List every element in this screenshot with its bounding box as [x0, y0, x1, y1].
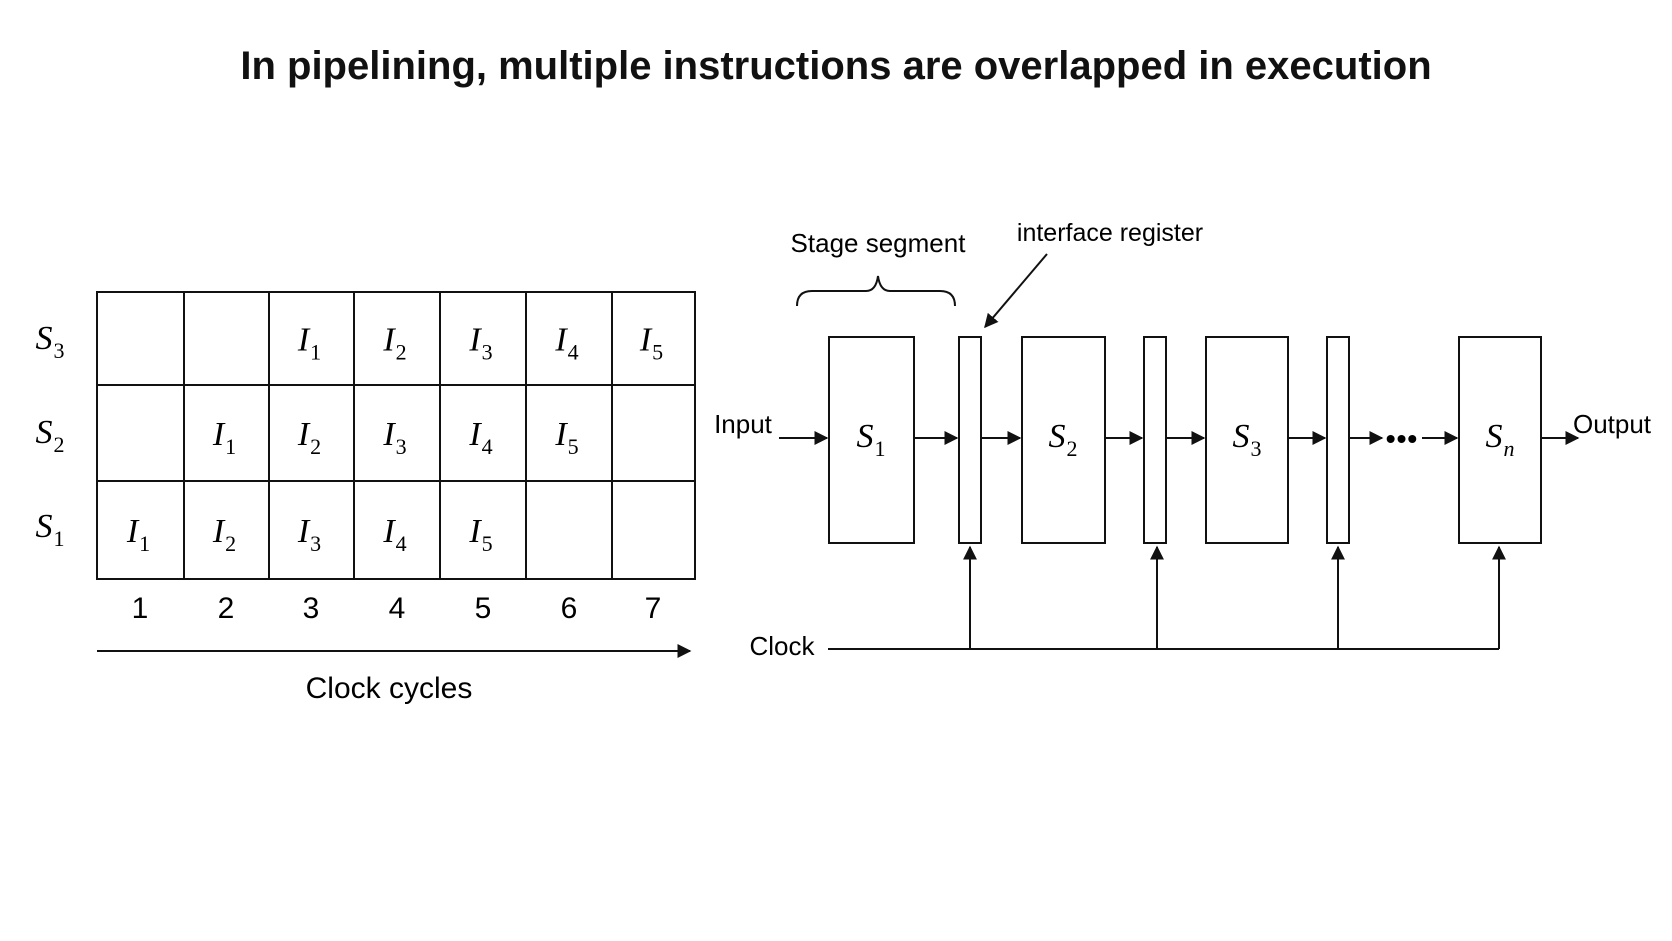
- output-label: Output: [1573, 409, 1652, 439]
- stage-segment-brace: [796, 275, 956, 307]
- instruction-cell-label: I2: [382, 322, 406, 365]
- interface-register-pointer-arrow: [984, 253, 1048, 329]
- instruction-cell-label: I2: [297, 416, 321, 459]
- pipeline-diagram: [779, 253, 1580, 650]
- interface-register-3: [1326, 336, 1350, 544]
- instruction-cell-label: I3: [468, 322, 492, 365]
- instruction-cell-label: I5: [639, 322, 663, 365]
- cycle-number: 4: [389, 592, 406, 625]
- cycle-number: 5: [475, 592, 492, 625]
- instruction-cell-label: I1: [297, 322, 321, 365]
- stage-box-sn: [1458, 336, 1542, 544]
- row-label-stage-1: S1: [36, 508, 65, 551]
- interface-register-1: [958, 336, 982, 544]
- row-label-stage-3: S3: [36, 320, 65, 363]
- instruction-cell-label: I3: [382, 416, 406, 459]
- instruction-cell-label: I4: [554, 322, 578, 365]
- cycle-number: 3: [303, 592, 320, 625]
- input-label: Input: [714, 409, 773, 439]
- instruction-cell-label: I2: [212, 513, 236, 556]
- stage-segment-label: Stage segment: [791, 228, 967, 258]
- instruction-cell-label: I4: [382, 513, 406, 556]
- space-time-grid-border: [96, 291, 696, 580]
- instruction-cell-label: I1: [126, 513, 150, 556]
- space-time-diagram: [96, 291, 696, 658]
- stage-box-s1: [828, 336, 915, 544]
- ellipsis: •••: [1386, 423, 1418, 454]
- cycle-number: 1: [132, 592, 149, 625]
- row-label-stage-2: S2: [36, 414, 65, 457]
- clock-cycles-axis-label: Clock cycles: [306, 672, 473, 705]
- stage-label-s3: S3: [1233, 418, 1262, 461]
- instruction-cell-label: I5: [554, 416, 578, 459]
- instruction-cell-label: I1: [212, 416, 236, 459]
- stage-label-s2: S2: [1049, 418, 1078, 461]
- cycle-number: 6: [561, 592, 578, 625]
- diagram-title: In pipelining, multiple instructions are…: [240, 44, 1432, 88]
- interface-register-2: [1143, 336, 1167, 544]
- stage-label-sn: Sn: [1486, 418, 1515, 461]
- cycle-number: 7: [645, 592, 662, 625]
- stage-label-s1: S1: [857, 418, 886, 461]
- stage-box-s2: [1021, 336, 1106, 544]
- instruction-cell-label: I4: [468, 416, 492, 459]
- clock-label: Clock: [749, 631, 815, 661]
- instruction-cell-label: I5: [468, 513, 492, 556]
- stage-box-s3: [1205, 336, 1289, 544]
- cycle-number: 2: [218, 592, 235, 625]
- interface-register-label: interface register: [1017, 219, 1203, 247]
- instruction-cell-label: I3: [297, 513, 321, 556]
